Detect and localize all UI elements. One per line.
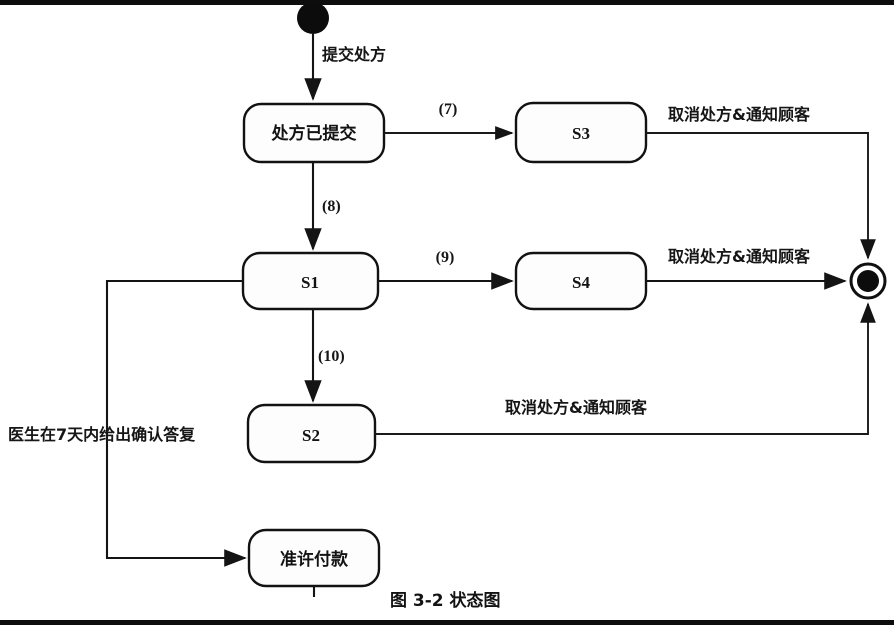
state-label-s4: S4 <box>572 273 590 292</box>
state-label-submitted: 处方已提交 <box>271 123 357 144</box>
state-label-approve: 准许付款 <box>280 549 349 570</box>
state-label-s2: S2 <box>302 426 320 445</box>
page-top-rule <box>0 0 894 5</box>
state-label-s1: S1 <box>301 273 319 292</box>
edge-s3-to-final <box>646 132 876 260</box>
edge-label-s3-to-final: 取消处方&通知顾客 <box>668 105 811 124</box>
initial-state-node <box>297 2 329 34</box>
edge-label-s1-to-s2: (10) <box>318 348 345 365</box>
final-state-inner-disc <box>857 270 879 292</box>
edge-label-submitted-to-s1: (8) <box>322 198 341 215</box>
edge-s1-to-approve <box>105 279 247 567</box>
edge-label-s1-to-approve: 医生在7天内给出确认答复 <box>8 425 196 444</box>
edge-label-start-to-submitted: 提交处方 <box>322 45 386 64</box>
edge-s2-to-final <box>375 302 876 435</box>
edge-label-s1-to-s4: (9) <box>436 249 455 266</box>
page-bottom-rule <box>0 620 894 625</box>
edge-label-s2-to-final: 取消处方&通知顾客 <box>505 398 648 417</box>
edge-label-s4-to-final: 取消处方&通知顾客 <box>668 247 811 266</box>
state-label-s3: S3 <box>572 124 590 143</box>
figure-caption: 图 3-2 状态图 <box>390 590 501 611</box>
edge-label-submitted-to-s3: (7) <box>439 101 458 118</box>
